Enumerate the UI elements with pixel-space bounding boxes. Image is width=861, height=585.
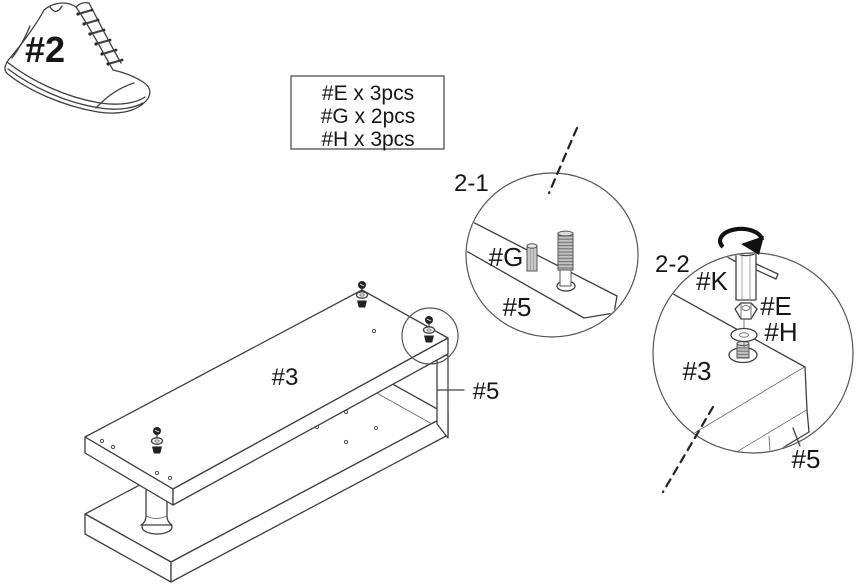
detail-2-1: 2-1 #G #5 [454, 126, 639, 338]
board-edge [467, 235, 585, 319]
tool-label: #K [696, 266, 728, 296]
panel-label: #5 [503, 292, 532, 322]
shoe-toe-cap-line [95, 82, 135, 109]
washer-label: #H [764, 317, 797, 347]
board-edge [583, 312, 615, 319]
shoe-sole-mid-line [7, 68, 144, 110]
panel-edge [768, 435, 771, 452]
corner-callout-circle [401, 307, 459, 365]
main-assembly: #3 #5 [84, 280, 500, 583]
parts-list-border [290, 75, 445, 150]
shoe-lace-panel-edge [88, 2, 122, 64]
detail-2-2: 2-2 #K #E #H #3 #5 [652, 226, 854, 494]
parts-list-item: #G x 2pcs [321, 105, 416, 128]
threaded-bolt [556, 230, 576, 292]
bottom-board [84, 366, 449, 583]
panel-leader [792, 427, 801, 447]
shoe-heel-seam [11, 25, 31, 59]
fastener-screw-set [422, 315, 436, 344]
board-label: #3 [683, 356, 712, 386]
step-2-1-label: 2-1 [454, 170, 489, 197]
side-panel-label: #5 [473, 378, 500, 405]
panel-label: #5 [792, 444, 821, 474]
detail-2-1-content [467, 212, 618, 319]
step-shoe-icon: #2 [4, 1, 151, 114]
shoe-outline [4, 2, 151, 114]
shoe-eyelets [76, 8, 124, 66]
top-board-holes [99, 328, 377, 481]
step-number-label: #2 [25, 29, 65, 70]
washer [730, 327, 758, 343]
fastener-screw-set [355, 280, 369, 309]
nut-label: #E [760, 291, 792, 321]
shoe-collar-line [49, 5, 63, 13]
shoe-sole-top-line [6, 61, 146, 105]
parts-list-item: #E x 3pcs [322, 82, 414, 105]
interior-edge [374, 391, 433, 425]
zoom-link-dashed-line [661, 405, 715, 494]
dowel-label: #G [489, 242, 524, 272]
rotation-arrow-icon [717, 226, 765, 255]
shoe-laces [77, 9, 123, 65]
shoe-tongue-line [75, 1, 90, 8]
parts-list-box: #E x 3pcs #G x 2pcs #H x 3pcs [290, 75, 445, 151]
detail-2-2-content [654, 254, 810, 452]
zoom-link-dashed-line [547, 126, 579, 195]
panel-edge [806, 409, 810, 433]
top-board [84, 289, 449, 506]
fastener-screw-set [150, 426, 164, 455]
top-board-label: #3 [272, 364, 299, 391]
board-edge [804, 366, 808, 411]
dowel-pin [526, 243, 538, 272]
screw-hole [728, 341, 758, 364]
hex-nut [734, 302, 758, 320]
step-2-2-label: 2-2 [655, 251, 690, 278]
parts-list-item: #H x 3pcs [321, 128, 414, 151]
